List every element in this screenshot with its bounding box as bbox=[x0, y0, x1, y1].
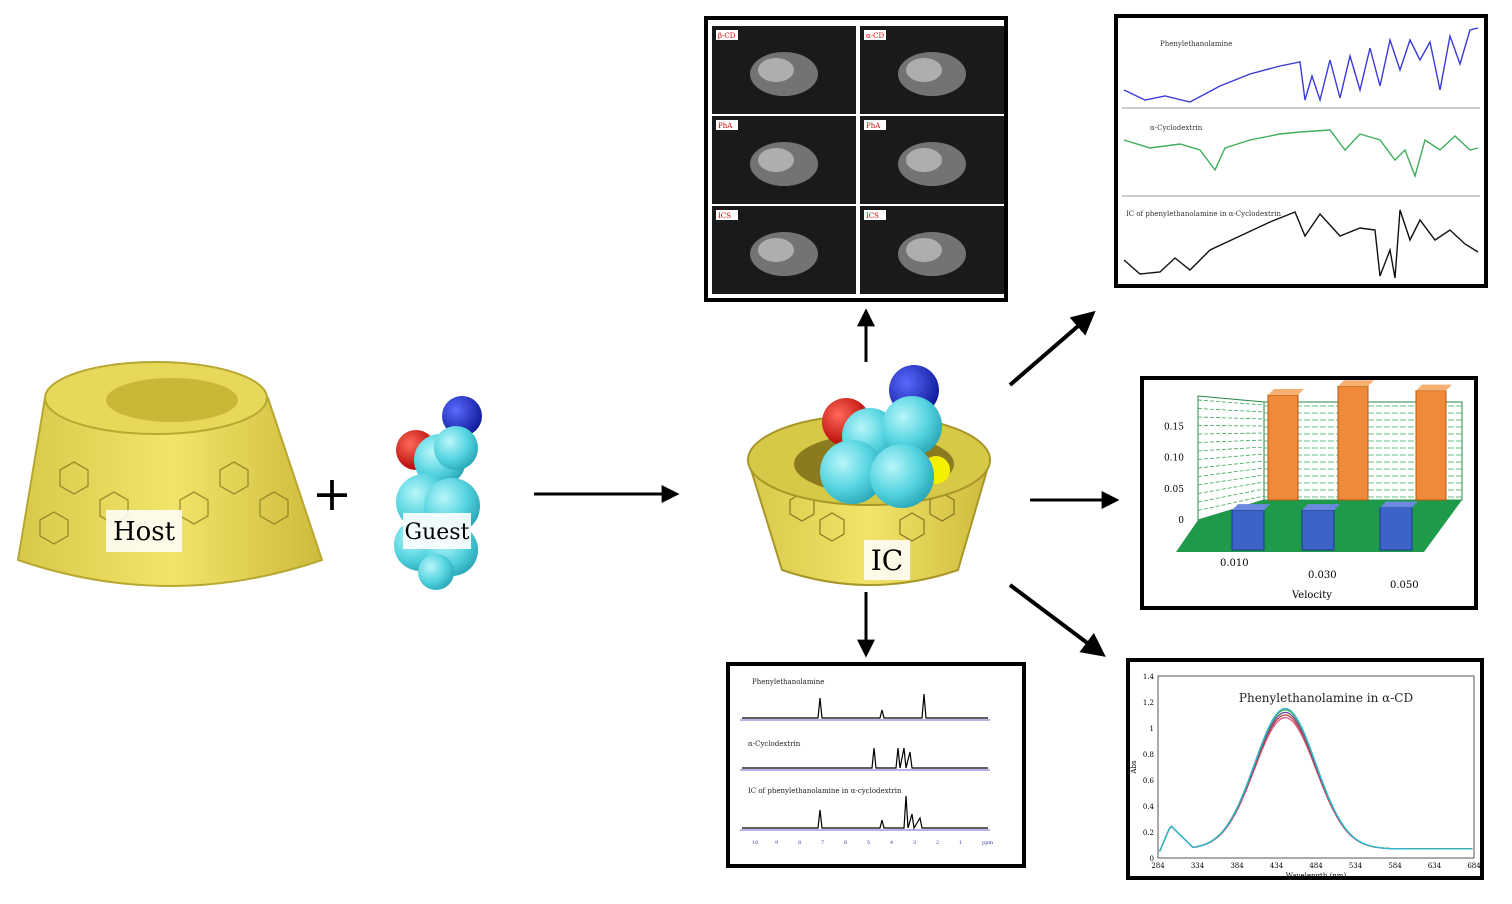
uv-y-tick: 0.4 bbox=[1143, 803, 1155, 811]
nmr-tick-label: 5 bbox=[867, 840, 870, 846]
ir-trace-1 bbox=[1123, 27, 1479, 103]
sem-tile-label: β-CD bbox=[718, 32, 736, 40]
bar-category-label: 0.050 bbox=[1390, 580, 1419, 591]
nmr-panel: Phenylethanolamine α-Cyclodextrin IC of … bbox=[726, 662, 1026, 868]
sem-tile-label: ICS bbox=[718, 212, 731, 220]
host-cyclodextrin: Host bbox=[16, 361, 324, 587]
uv-x-tick: 384 bbox=[1230, 862, 1244, 870]
bar-y-tick: 0.05 bbox=[1164, 485, 1184, 495]
uv-spectrum-line bbox=[1159, 707, 1473, 852]
nmr-spectrum-label-1: Phenylethanolamine bbox=[752, 678, 824, 686]
nmr-tick-label: 1 bbox=[959, 840, 962, 846]
ir-trace-label-3: IC of phenylethanolamine in α-Cyclodextr… bbox=[1126, 210, 1281, 218]
bar-y-tick: 0 bbox=[1178, 516, 1184, 526]
uv-y-tick: 0 bbox=[1150, 855, 1154, 863]
bar-category-label: 0.010 bbox=[1220, 558, 1249, 569]
uv-y-tick: 0.6 bbox=[1143, 777, 1155, 785]
uv-x-tick: 634 bbox=[1428, 862, 1442, 870]
nmr-tick-label: 7 bbox=[821, 840, 824, 846]
ir-trace-2 bbox=[1123, 129, 1479, 179]
nmr-tick-label: 8 bbox=[798, 840, 801, 846]
uv-x-tick: 484 bbox=[1309, 862, 1323, 870]
uv-y-tick: 1.2 bbox=[1143, 699, 1154, 707]
bar-series-2 bbox=[1415, 390, 1447, 501]
uv-y-axis-label: Abs bbox=[1130, 760, 1138, 775]
uv-x-tick: 534 bbox=[1349, 862, 1363, 870]
uv-y-tick: 0.8 bbox=[1143, 751, 1154, 759]
bar-category-label: 0.030 bbox=[1308, 570, 1337, 581]
guest-molecule: Guest bbox=[394, 396, 482, 590]
uv-plot-area bbox=[1157, 675, 1475, 859]
uv-chart-title: Phenylethanolamine in α-CD bbox=[1239, 691, 1413, 705]
guest-label: Guest bbox=[405, 520, 470, 545]
nmr-trace-3 bbox=[742, 795, 988, 830]
ir-trace-label-2: α-Cyclodextrin bbox=[1150, 124, 1203, 132]
uv-x-tick: 334 bbox=[1191, 862, 1205, 870]
ir-trace-3 bbox=[1123, 209, 1479, 279]
uv-y-tick: 1 bbox=[1150, 725, 1154, 733]
bar-series-1 bbox=[1301, 509, 1335, 551]
host-label: Host bbox=[113, 517, 176, 547]
uv-x-tick: 434 bbox=[1270, 862, 1284, 870]
sem-tile-label: PhA bbox=[866, 122, 881, 130]
nmr-tick-label: ppm bbox=[982, 840, 993, 846]
nmr-tick-label: 3 bbox=[913, 840, 916, 846]
nmr-trace-2 bbox=[742, 747, 988, 769]
uv-x-tick: 584 bbox=[1388, 862, 1402, 870]
sem-tile-label: α-CD bbox=[866, 32, 884, 40]
uv-chart-panel: 0 0.2 0.4 0.6 0.8 1 1.2 1.4 284 334 384 434 484 534 58… bbox=[1126, 658, 1484, 880]
arrow-to-uv bbox=[1008, 583, 1106, 657]
nmr-spectrum-label-3: IC of phenylethanolamine in α-cyclodextr… bbox=[748, 787, 902, 795]
nmr-spectrum-label-2: α-Cyclodextrin bbox=[748, 740, 801, 748]
uv-y-tick: 1.4 bbox=[1143, 673, 1155, 681]
bar-series-2 bbox=[1337, 385, 1369, 501]
uv-y-tick: 0.2 bbox=[1143, 829, 1154, 837]
bar-series-1 bbox=[1231, 509, 1265, 551]
ir-trace-label-1: Phenylethanolamine bbox=[1160, 40, 1232, 48]
bar-series-2 bbox=[1267, 394, 1299, 501]
bar-y-tick: 0.15 bbox=[1164, 422, 1184, 432]
inclusion-complex: IC bbox=[746, 365, 992, 586]
sem-tile-label: PhA bbox=[718, 122, 733, 130]
ic-label: IC bbox=[871, 544, 903, 577]
nmr-trace-1 bbox=[742, 693, 988, 719]
uv-x-axis-label: Wavelength (nm) bbox=[1286, 872, 1347, 880]
nmr-tick-label: 10 bbox=[752, 840, 758, 846]
uv-x-tick: 684 bbox=[1467, 862, 1481, 870]
bar-series-1 bbox=[1379, 507, 1413, 551]
uv-x-tick: 284 bbox=[1151, 862, 1165, 870]
bar-y-tick: 0.10 bbox=[1164, 454, 1184, 464]
nmr-tick-label: 9 bbox=[775, 840, 778, 846]
sem-panel: β-CD α-CD PhA PhA ICS ICS bbox=[704, 16, 1008, 302]
bar-x-axis-label: Velocity bbox=[1291, 590, 1332, 601]
arrow-to-ir bbox=[1008, 310, 1096, 387]
nmr-tick-label: 2 bbox=[936, 840, 939, 846]
ir-panel: Phenylethanolamine α-Cyclodextrin IC of … bbox=[1114, 14, 1488, 288]
sem-tile-label: ICS bbox=[866, 212, 879, 220]
nmr-tick-label: 4 bbox=[890, 840, 893, 846]
plus-sign: + bbox=[312, 466, 352, 522]
nmr-tick-label: 6 bbox=[844, 840, 847, 846]
